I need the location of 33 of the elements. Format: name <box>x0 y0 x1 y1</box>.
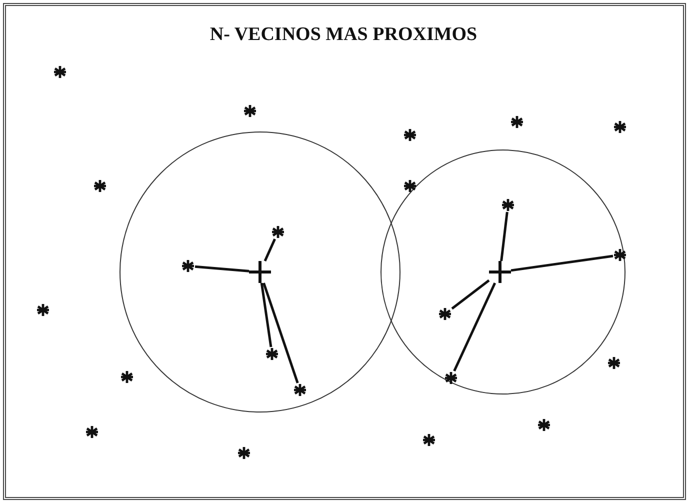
connector-line <box>453 282 496 372</box>
asterisk-point <box>243 104 257 118</box>
asterisk-point <box>120 370 134 384</box>
asterisk-point <box>93 179 107 193</box>
asterisk-point <box>181 259 195 273</box>
asterisk-point <box>444 371 458 385</box>
asterisk-point <box>36 303 50 317</box>
asterisk-point <box>613 120 627 134</box>
asterisk-point <box>438 307 452 321</box>
title: N- VECINOS MAS PROXIMOS <box>208 24 478 46</box>
asterisk-point <box>510 115 524 129</box>
asterisk-point <box>613 248 627 262</box>
connector-line <box>500 212 508 262</box>
connector-line <box>264 238 276 262</box>
asterisk-point <box>53 65 67 79</box>
asterisk-point <box>265 347 279 361</box>
asterisk-point <box>422 433 436 447</box>
connector-line <box>260 282 272 348</box>
asterisk-point <box>403 128 417 142</box>
connector-line <box>510 254 614 272</box>
asterisk-point <box>501 198 515 212</box>
asterisk-point <box>271 225 285 239</box>
connector-line <box>262 282 299 384</box>
asterisk-point <box>237 446 251 460</box>
connector-line <box>451 279 490 310</box>
asterisk-point <box>607 356 621 370</box>
asterisk-point <box>537 418 551 432</box>
connector-line <box>194 265 250 272</box>
asterisk-point <box>293 383 307 397</box>
asterisk-point <box>403 179 417 193</box>
cross-marker <box>489 261 511 283</box>
cross-marker <box>249 261 271 283</box>
asterisk-point <box>85 425 99 439</box>
